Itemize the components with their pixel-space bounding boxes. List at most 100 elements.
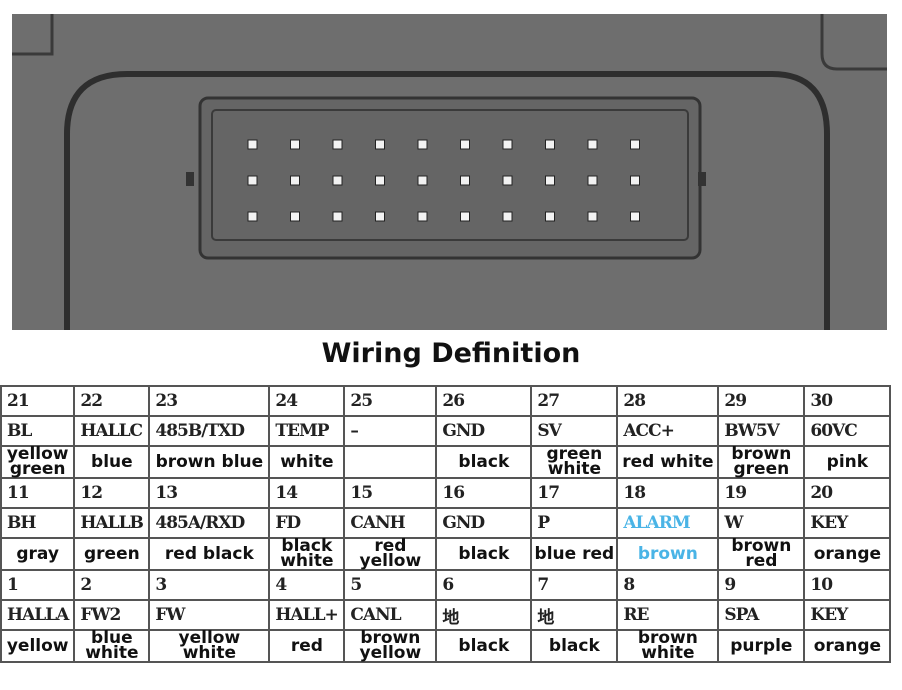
pin <box>247 139 258 150</box>
wire-color: yellow <box>0 629 76 663</box>
pin-number: 29 <box>717 385 806 417</box>
pin <box>417 139 428 150</box>
pin <box>502 175 513 186</box>
wire-color: black <box>435 629 533 663</box>
page-title: Wiring Definition <box>321 338 581 369</box>
wire-color: green white <box>530 445 619 479</box>
signal-name: KEY <box>803 599 892 631</box>
signal-name: 地 <box>530 599 619 631</box>
pin <box>332 175 343 186</box>
wire-color: yellow white <box>148 629 271 663</box>
signal-name: CANH <box>343 507 438 539</box>
pin-number: 8 <box>616 569 720 601</box>
pin-number: 20 <box>803 477 892 509</box>
pin <box>545 211 555 222</box>
wire-color: white <box>268 445 346 479</box>
signal-name: 60VC <box>803 415 892 447</box>
pin <box>460 211 470 222</box>
pin <box>545 139 555 150</box>
signal-name: HALL+ <box>268 599 346 631</box>
pin-number: 25 <box>343 385 438 417</box>
pin-number: 15 <box>343 477 438 509</box>
connector-pins <box>247 139 640 222</box>
signal-name: BH <box>0 507 76 539</box>
signal-name: – <box>343 415 438 447</box>
pin-number: 16 <box>435 477 533 509</box>
wire-color: black white <box>268 537 346 571</box>
signal-name: TEMP <box>268 415 346 447</box>
pin <box>332 139 343 150</box>
pin-number: 7 <box>530 569 619 601</box>
wire-color: red white <box>616 445 720 479</box>
pin <box>290 211 300 222</box>
pin <box>290 139 300 150</box>
pin <box>417 211 428 222</box>
wire-color: red <box>268 629 346 663</box>
pin <box>290 175 300 186</box>
pin-number: 26 <box>435 385 533 417</box>
pin <box>502 211 513 222</box>
signal-name: HALLC <box>73 415 151 447</box>
wire-color: purple <box>717 629 806 663</box>
pin <box>375 211 385 222</box>
signal-name: BL <box>0 415 76 447</box>
signal-name: SV <box>530 415 619 447</box>
pin-number: 12 <box>73 477 151 509</box>
signal-name: ALARM <box>616 507 720 539</box>
pin-number: 5 <box>343 569 438 601</box>
pin-number: 14 <box>268 477 346 509</box>
pin-number: 23 <box>148 385 271 417</box>
signal-name: 485A/RXD <box>148 507 271 539</box>
signal-name: KEY <box>803 507 892 539</box>
wire-color: brown green <box>717 445 806 479</box>
pin-number: 9 <box>717 569 806 601</box>
pin <box>630 211 640 222</box>
signal-name: 地 <box>435 599 533 631</box>
wire-color: brown yellow <box>343 629 438 663</box>
pin-number: 6 <box>435 569 533 601</box>
pin-number: 11 <box>0 477 76 509</box>
pin <box>587 211 598 222</box>
signal-name: 485B/TXD <box>148 415 271 447</box>
wire-color: black <box>530 629 619 663</box>
pin-number: 22 <box>73 385 151 417</box>
pin <box>417 175 428 186</box>
pin-number: 2 <box>73 569 151 601</box>
pin-number: 17 <box>530 477 619 509</box>
pin-number: 4 <box>268 569 346 601</box>
wire-color: pink <box>803 445 892 479</box>
wire-color: green <box>73 537 151 571</box>
pin <box>375 175 385 186</box>
wire-color: gray <box>0 537 76 571</box>
signal-name: W <box>717 507 806 539</box>
wire-color: black <box>435 445 533 479</box>
pin <box>247 175 258 186</box>
connector-photo <box>12 14 887 330</box>
pin <box>502 139 513 150</box>
signal-name: HALLA <box>0 599 76 631</box>
signal-name: BW5V <box>717 415 806 447</box>
pin-number: 3 <box>148 569 271 601</box>
signal-name: RE <box>616 599 720 631</box>
wire-color: orange <box>803 537 892 571</box>
signal-name: FD <box>268 507 346 539</box>
wire-color: brown red <box>717 537 806 571</box>
pin-number: 18 <box>616 477 720 509</box>
wire-color: yellow green <box>0 445 76 479</box>
pin-number: 28 <box>616 385 720 417</box>
signal-name: CANL <box>343 599 438 631</box>
pin <box>460 175 470 186</box>
signal-name: ACC+ <box>616 415 720 447</box>
pin-number: 13 <box>148 477 271 509</box>
wire-color: orange <box>803 629 892 663</box>
signal-name: SPA <box>717 599 806 631</box>
